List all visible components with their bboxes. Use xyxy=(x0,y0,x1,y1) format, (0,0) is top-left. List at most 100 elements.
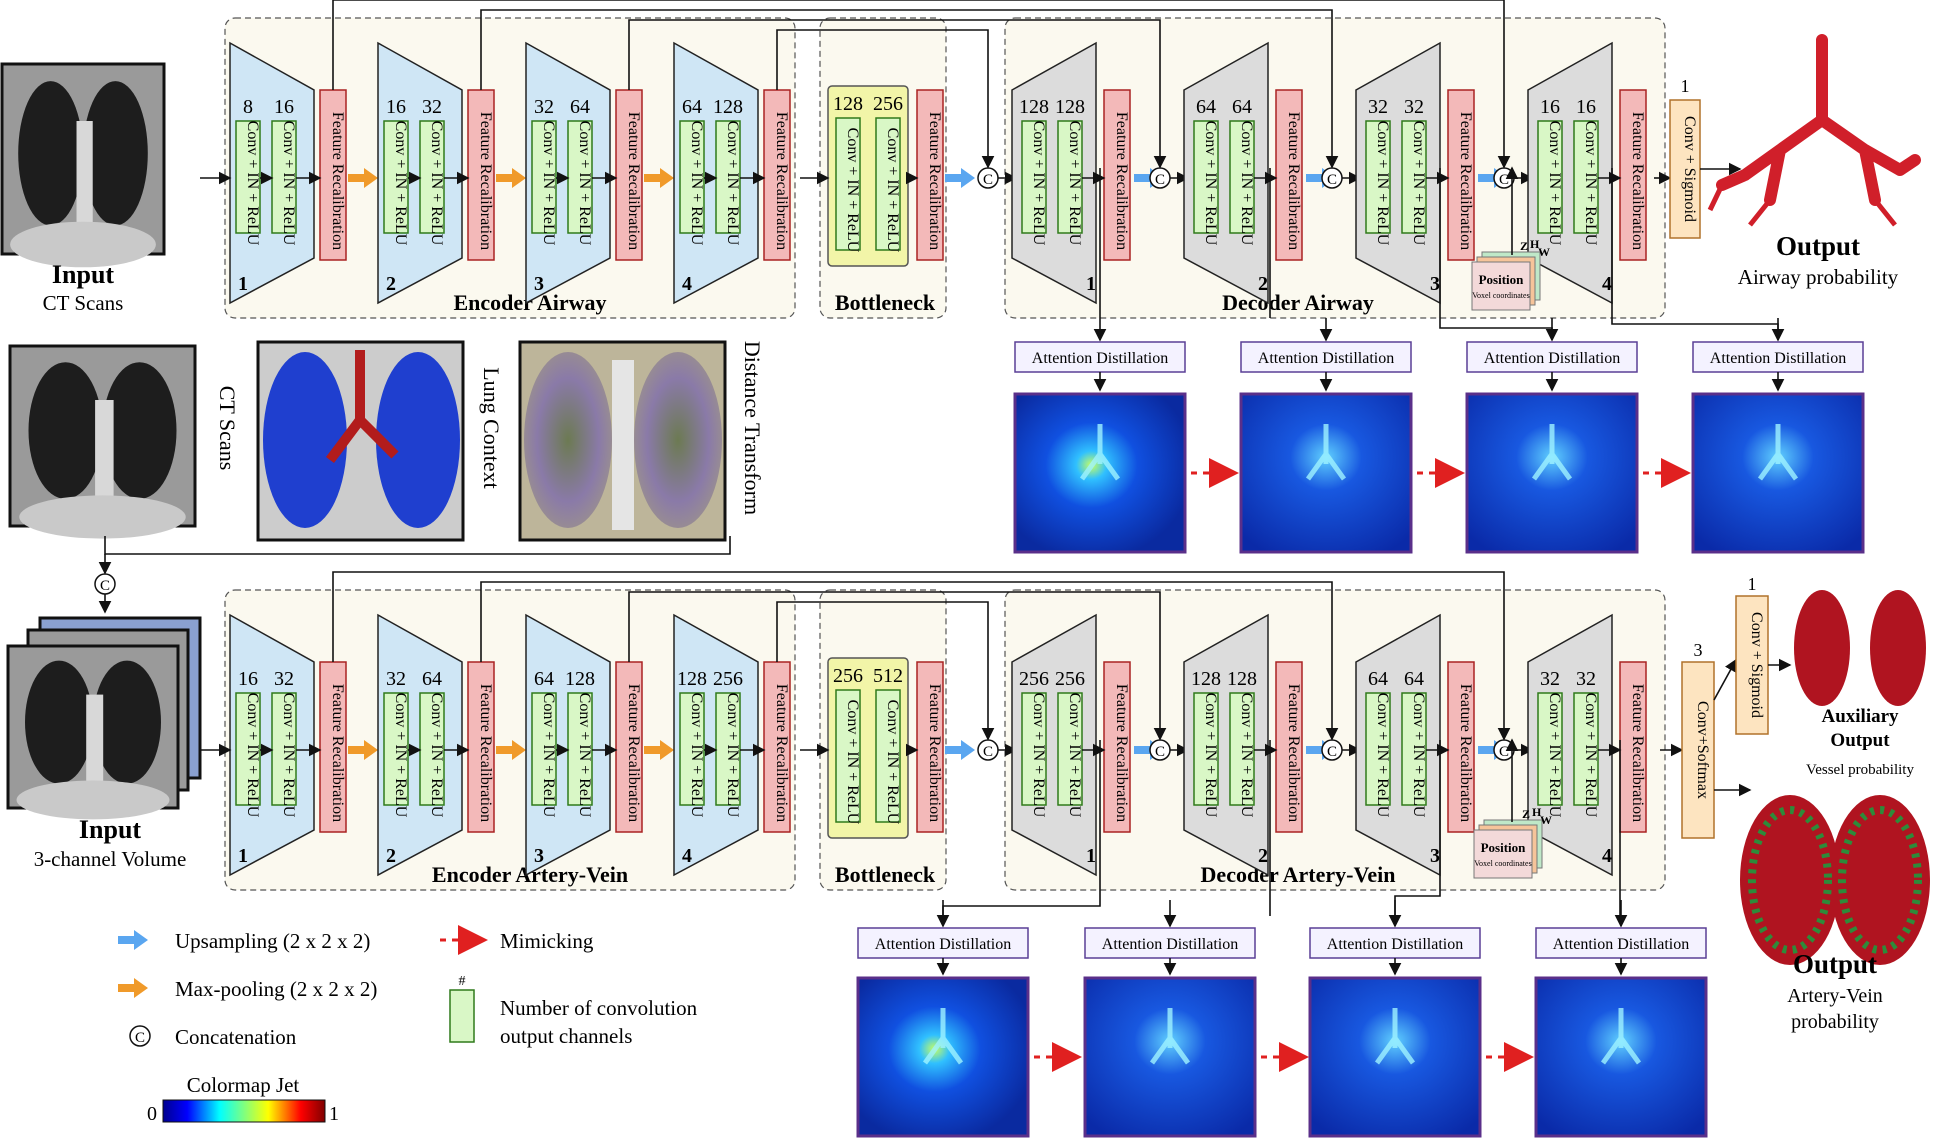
channel-count: 16 xyxy=(274,96,294,118)
av-attention-distillation-2 xyxy=(1084,927,1256,959)
av-attention-map-1 xyxy=(856,976,1030,1138)
conv-block xyxy=(1537,120,1563,234)
attention-label: Attention Distillation xyxy=(1553,936,1689,953)
concat-letter: C xyxy=(1499,172,1509,188)
conv-label: Conv + IN + ReLU xyxy=(576,121,593,246)
conv-block xyxy=(1573,120,1599,234)
attention-label: Attention Distillation xyxy=(1484,350,1620,367)
airway-output-title: Output xyxy=(1776,231,1860,261)
conv-block xyxy=(1057,692,1083,806)
channel-count: 128 xyxy=(1019,96,1049,118)
channel-count: 16 xyxy=(238,668,258,690)
legend-upsampling: Upsampling (2 x 2 x 2) xyxy=(175,929,370,953)
dec-tap xyxy=(1611,168,1779,332)
channel-count: 256 xyxy=(713,668,743,690)
av-attention-distillation-4 xyxy=(1535,927,1707,959)
distance-transform-image xyxy=(518,340,727,542)
feature-recalibration-block xyxy=(615,661,643,833)
av-decoder-title: Decoder Artery-Vein xyxy=(1201,862,1396,887)
legend-channels-2: output channels xyxy=(500,1024,632,1048)
dec-tap xyxy=(1394,740,1441,916)
channel-count: 256 xyxy=(833,665,863,687)
conv-block xyxy=(875,117,901,251)
maxpool-arrow xyxy=(496,740,526,760)
conv-block xyxy=(1401,692,1427,806)
voxel-label: Voxel coordinates xyxy=(1474,859,1531,868)
feature-recalibration-block xyxy=(319,89,347,261)
airway-trace xyxy=(922,1008,964,1065)
stage-number: 2 xyxy=(386,845,396,867)
av-output-title: Output xyxy=(1793,949,1877,979)
av-softmax-label: Conv+Softmax xyxy=(1694,701,1711,799)
stage-number: 3 xyxy=(1430,273,1440,295)
conv-label: Conv + IN + ReLU xyxy=(576,693,593,818)
conv-label: Conv + IN + ReLU xyxy=(1030,121,1047,246)
axis-z: Z xyxy=(1522,807,1530,821)
conv-label: Conv + IN + ReLU xyxy=(540,121,557,246)
skip-connection xyxy=(480,9,1339,169)
conv-block xyxy=(835,689,861,823)
airway-decoder-stage-1 xyxy=(1011,41,1097,305)
conv-label: Conv + IN + ReLU xyxy=(884,700,901,825)
stage-number: 2 xyxy=(1258,845,1268,867)
conv-block xyxy=(1057,120,1083,234)
feature-recalibration-label: Feature Recalibration xyxy=(625,684,642,822)
dec-tap xyxy=(1439,168,1553,332)
colormap-bar xyxy=(162,1099,326,1123)
input-ct-image-top xyxy=(0,62,166,268)
channel-count: 64 xyxy=(682,96,702,118)
to-aux xyxy=(1713,658,1737,701)
skip-connection xyxy=(776,29,995,169)
conv-block xyxy=(383,120,409,234)
airway-attention-map-4 xyxy=(1691,392,1865,554)
concat-letter: C xyxy=(135,1030,145,1046)
maxpool-arrow xyxy=(644,168,674,188)
channel-count: 128 xyxy=(833,93,863,115)
airway-attention-map-1 xyxy=(1013,392,1187,554)
skip-connection xyxy=(776,601,995,741)
conv-label: Conv + IN + ReLU xyxy=(244,693,261,818)
conv-block xyxy=(679,692,705,806)
channel-count: 1 xyxy=(1681,76,1690,96)
av-encoder-section xyxy=(224,589,796,891)
airway-trace xyxy=(1149,1008,1191,1065)
conv-label: Conv + IN + ReLU xyxy=(1374,693,1391,818)
channel-count: 16 xyxy=(1576,96,1596,118)
conv-block xyxy=(875,689,901,823)
conv-label: Conv + IN + ReLU xyxy=(392,121,409,246)
conv-block xyxy=(1229,120,1255,234)
channel-count: 256 xyxy=(1055,668,1085,690)
airway-attention-map-2 xyxy=(1239,392,1413,554)
conv-label: Conv + IN + ReLU xyxy=(1238,121,1255,246)
stage-number: 1 xyxy=(1086,845,1096,867)
feature-recalibration-label: Feature Recalibration xyxy=(477,684,494,822)
feature-recalibration-block xyxy=(1103,89,1131,261)
av-decoder-stage-4 xyxy=(1527,613,1613,877)
airway-decoder-stage-2 xyxy=(1183,41,1269,305)
stage-number: 4 xyxy=(682,845,692,867)
conv-label: Conv + IN + ReLU xyxy=(1546,121,1563,246)
conv-block xyxy=(531,692,557,806)
feature-recalibration-label: Feature Recalibration xyxy=(926,112,943,250)
attention-label: Attention Distillation xyxy=(1032,350,1168,367)
attention-label: Attention Distillation xyxy=(875,936,1011,953)
channel-count: 16 xyxy=(1540,96,1560,118)
conv-label: Conv + IN + ReLU xyxy=(1066,693,1083,818)
skip-connection xyxy=(628,591,1167,741)
airway-encoder-section xyxy=(224,17,796,319)
concat-letter: C xyxy=(983,744,993,760)
position-block xyxy=(1473,829,1533,879)
channel-count: 1 xyxy=(1748,574,1757,594)
axis-h: H xyxy=(1532,805,1542,819)
feature-recalibration-block xyxy=(467,661,495,833)
skip-connection xyxy=(628,19,1167,169)
channel-count: 64 xyxy=(422,668,442,690)
stage-number: 4 xyxy=(1602,845,1612,867)
airway-bottleneck-title: Bottleneck xyxy=(835,290,936,315)
conv-label: Conv + IN + ReLU xyxy=(1238,693,1255,818)
airway-attention-distillation-4 xyxy=(1692,341,1864,373)
conv-label: Conv + IN + ReLU xyxy=(244,121,261,246)
merge-line xyxy=(104,536,731,555)
input-title-bottom: Input xyxy=(79,815,141,844)
